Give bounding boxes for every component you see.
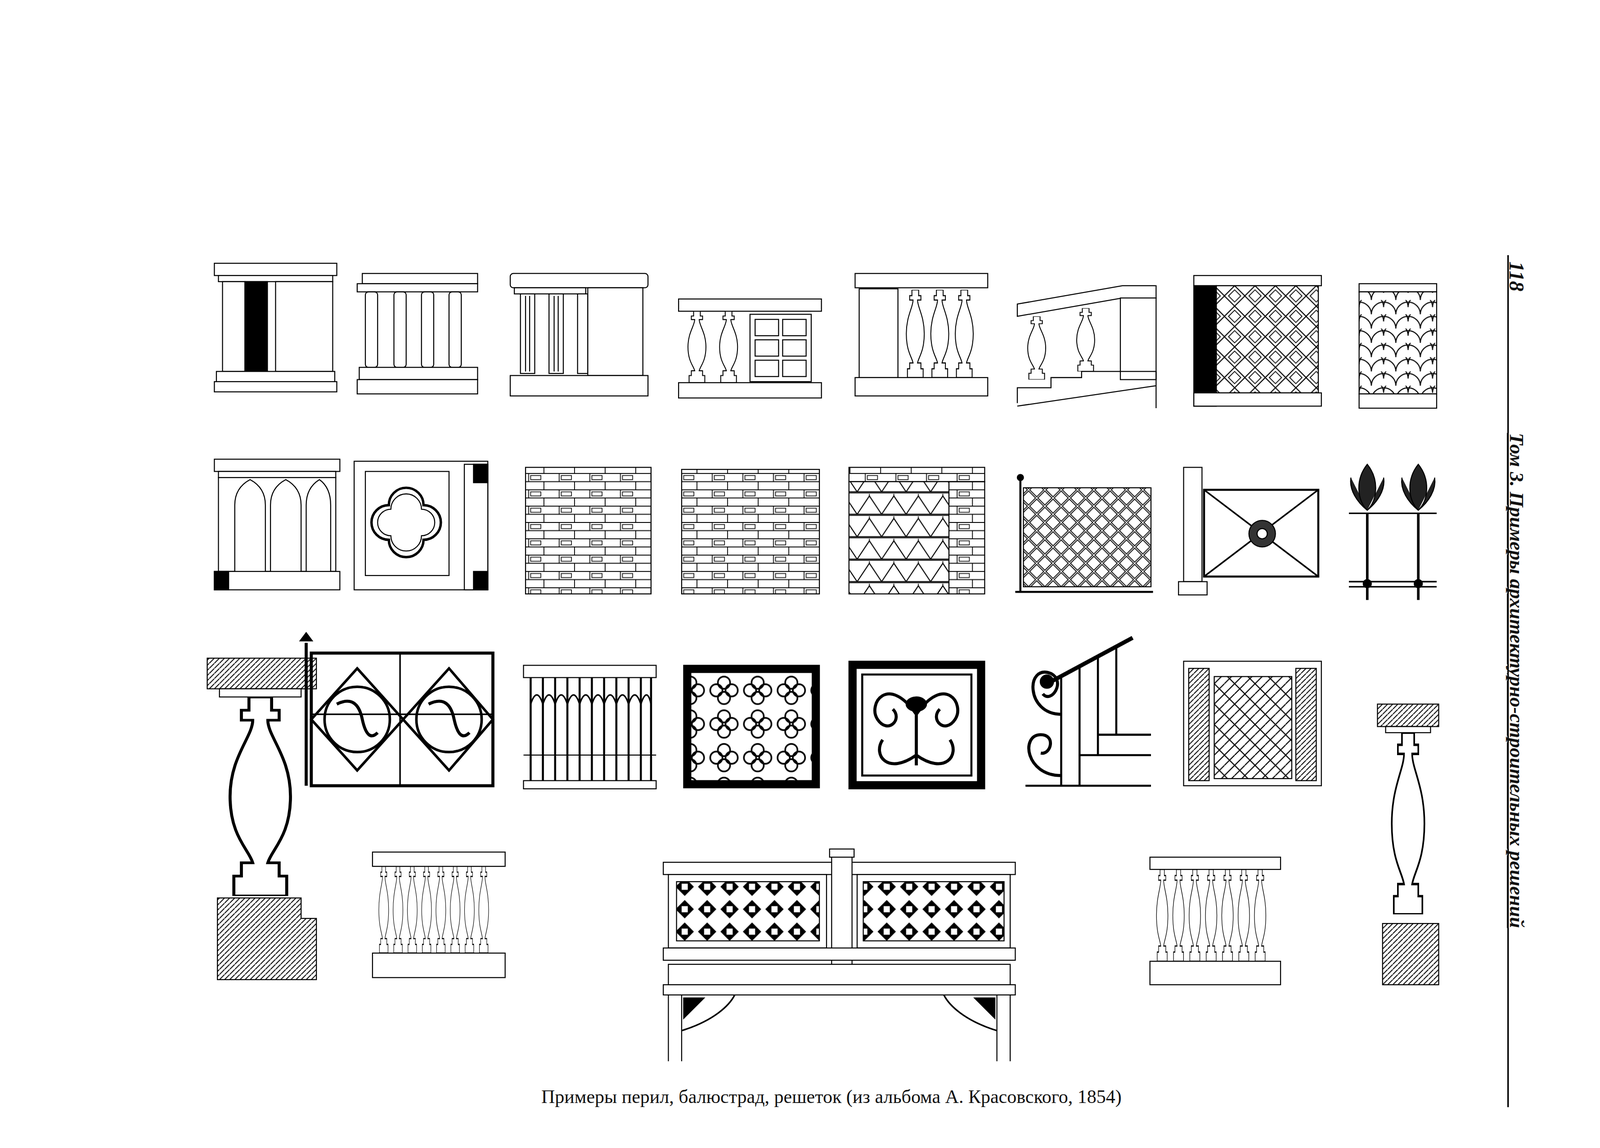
running-header: Том 3. Примеры архитектурно-строительных…: [1505, 432, 1529, 928]
figure-caption: Примеры перил, балюстрад, решеток (из ал…: [541, 1085, 1122, 1108]
page-number: 118: [1504, 261, 1529, 292]
